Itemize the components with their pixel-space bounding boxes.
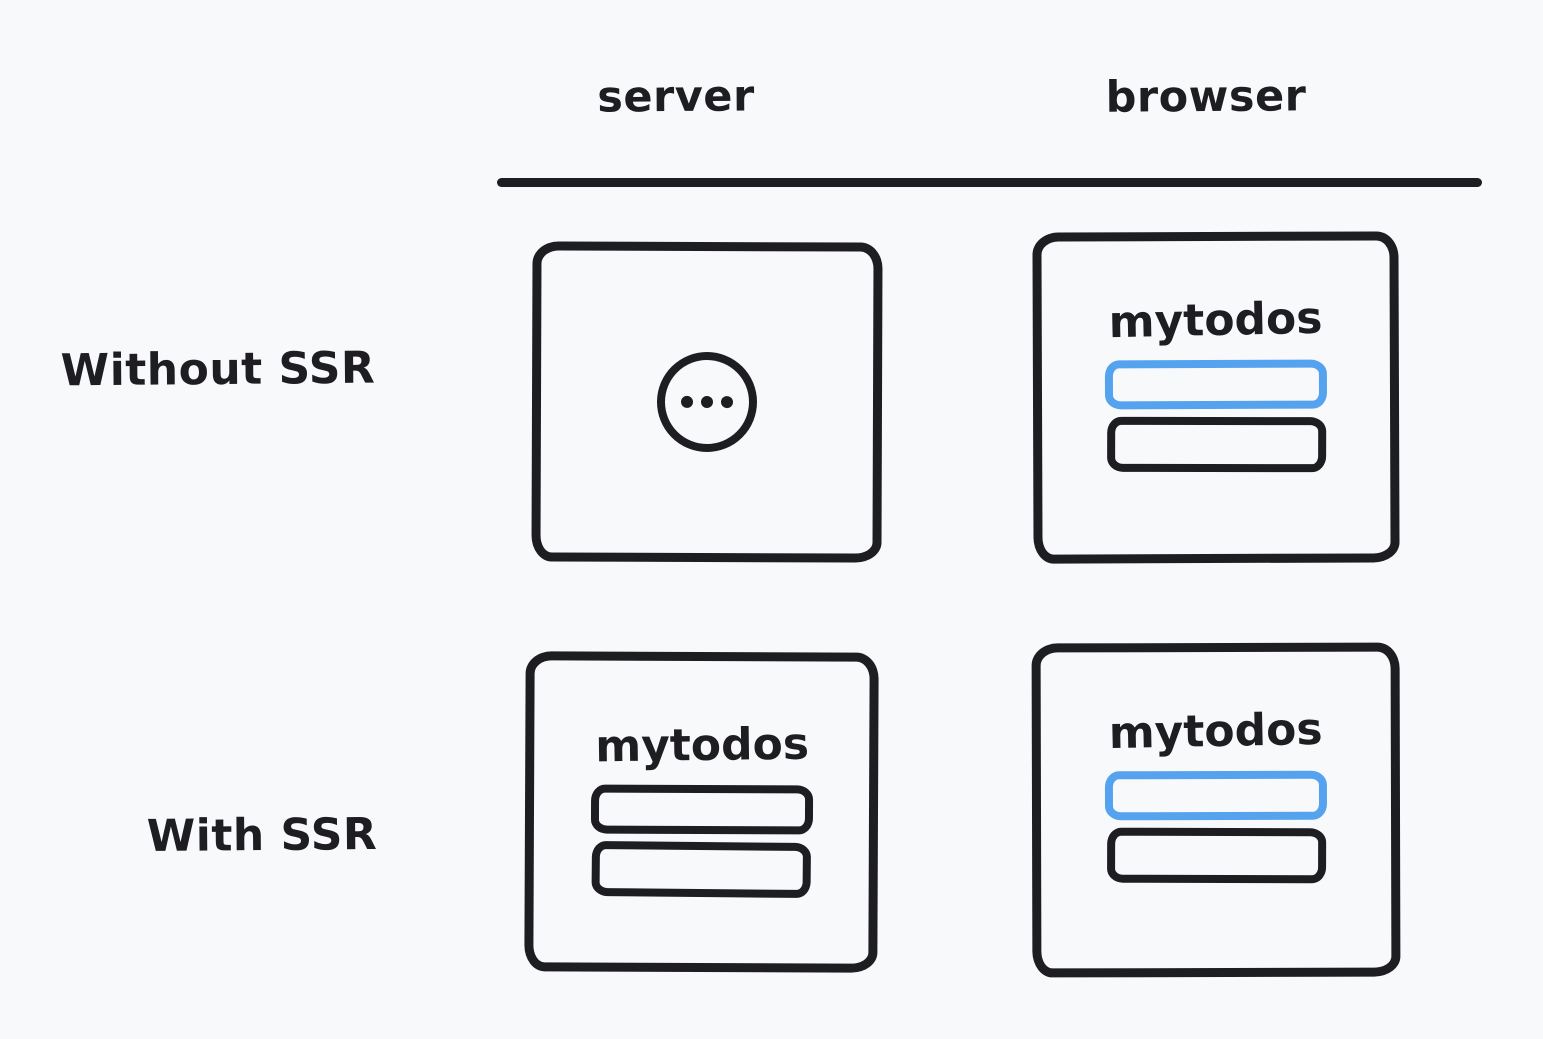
header-divider-line	[497, 178, 1482, 187]
todo-bar-highlighted	[1104, 770, 1328, 821]
loading-dot	[680, 395, 694, 408]
row-label-without-ssr: Without SSR	[60, 342, 376, 397]
server-box-without-ssr	[531, 241, 883, 563]
loading-dot	[700, 395, 714, 409]
ellipsis-loading-icon	[656, 351, 758, 453]
todo-bar	[591, 841, 812, 899]
browser-box-with-ssr: mytodos	[1031, 642, 1401, 978]
browser-box-without-ssr: mytodos	[1032, 231, 1400, 564]
app-title: mytodos	[594, 718, 809, 773]
todo-bar-highlighted	[1104, 359, 1328, 410]
column-header-server: server	[597, 71, 755, 123]
loading-dot	[720, 396, 734, 409]
app-title: mytodos	[1108, 292, 1324, 349]
todo-bar	[1106, 416, 1326, 473]
app-title: mytodos	[1108, 703, 1324, 760]
server-box-with-ssr: mytodos	[524, 651, 879, 973]
column-header-browser: browser	[1105, 71, 1307, 123]
todo-bar	[1106, 827, 1326, 884]
row-label-with-ssr: With SSR	[146, 808, 378, 863]
todo-bar	[590, 784, 813, 835]
